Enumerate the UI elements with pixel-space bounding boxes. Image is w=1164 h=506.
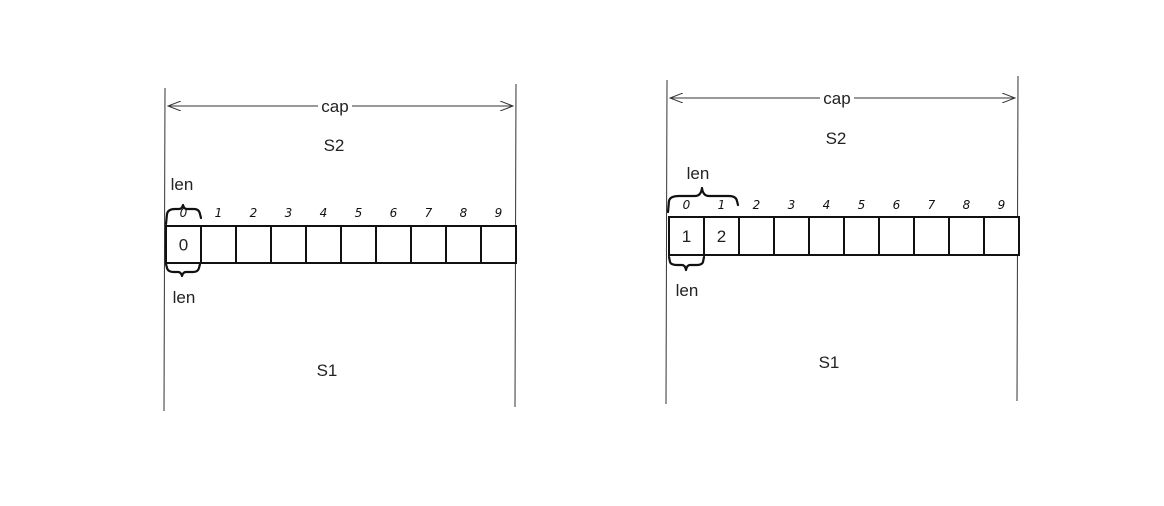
array-cell xyxy=(773,216,810,256)
array-index-label: 3 xyxy=(788,198,796,212)
array-index-label: 2 xyxy=(250,206,258,220)
array-cell xyxy=(340,225,377,264)
cap-label-bg xyxy=(318,96,352,116)
array-cell-value: 0 xyxy=(179,236,188,255)
backing-array: 0 xyxy=(165,225,517,264)
array-cell xyxy=(305,225,342,264)
cap-label: cap xyxy=(321,97,348,116)
array-cell xyxy=(200,225,237,264)
bottom-len-label: len xyxy=(173,288,196,307)
s2-label: S2 xyxy=(826,129,847,148)
array-index-label: 1 xyxy=(215,206,223,220)
s2-label: S2 xyxy=(324,136,345,155)
array-index-label: 4 xyxy=(823,198,831,212)
bottom-len-label: len xyxy=(676,281,699,300)
array-index-label: 4 xyxy=(320,206,328,220)
array-cell xyxy=(270,225,307,264)
array-index-label: 5 xyxy=(858,198,866,212)
bottom-len-brace xyxy=(164,262,202,278)
cap-label: cap xyxy=(823,89,850,108)
left-boundary-line xyxy=(665,79,668,405)
array-index-label: 1 xyxy=(718,198,726,212)
array-index-label: 9 xyxy=(998,198,1006,212)
array-cell xyxy=(668,216,705,256)
array-index-label: 8 xyxy=(963,198,971,212)
array-cell xyxy=(808,216,845,256)
array-cell-value: 1 xyxy=(682,227,691,246)
array-index-label: 6 xyxy=(893,198,901,212)
left-boundary-line xyxy=(163,87,166,412)
array-cell xyxy=(738,216,775,256)
bottom-len-brace xyxy=(667,255,706,272)
array-cell xyxy=(948,216,985,256)
array-cell xyxy=(410,225,447,264)
array-index-label: 2 xyxy=(753,198,761,212)
array-cell xyxy=(983,216,1020,256)
array-cell-value: 2 xyxy=(717,227,726,246)
cap-label-bg xyxy=(820,88,854,108)
array-cell xyxy=(843,216,880,256)
array-index-label: 7 xyxy=(928,198,936,212)
array-index-label: 0 xyxy=(180,206,188,220)
array-cell xyxy=(165,225,202,264)
array-index-label: 8 xyxy=(460,206,468,220)
top-len-brace xyxy=(164,203,203,226)
s1-label: S1 xyxy=(819,353,840,372)
s1-label: S1 xyxy=(317,361,338,380)
array-cell xyxy=(703,216,740,256)
array-index-label: 5 xyxy=(355,206,363,220)
top-len-label: len xyxy=(171,175,194,194)
index-row: 0 1 2 3 4 5 6 7 8 9 xyxy=(180,206,503,220)
array-cell xyxy=(878,216,915,256)
array-index-label: 9 xyxy=(495,206,503,220)
array-cell xyxy=(445,225,482,264)
array-cell xyxy=(913,216,950,256)
array-index-label: 6 xyxy=(390,206,398,220)
array-index-label: 7 xyxy=(425,206,433,220)
array-cell xyxy=(235,225,272,264)
top-len-label: len xyxy=(687,164,710,183)
slice-diagram-left: cap S2 len 0 1 2 3 4 5 6 7 8 9 0 len S1 xyxy=(163,83,517,412)
array-cell xyxy=(375,225,412,264)
top-len-brace xyxy=(666,186,740,214)
array-cell xyxy=(480,225,517,264)
array-index-label: 3 xyxy=(285,206,293,220)
index-row: 0 1 2 3 4 5 6 7 8 9 xyxy=(683,198,1006,212)
array-index-label: 0 xyxy=(683,198,691,212)
